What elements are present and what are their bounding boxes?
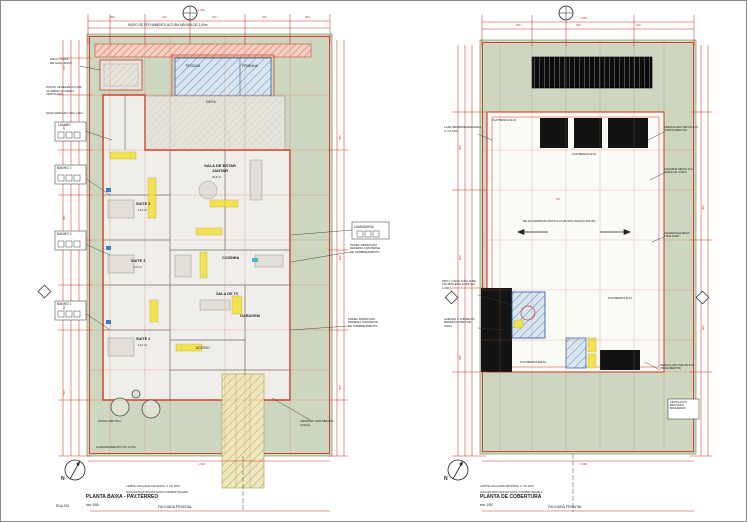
left-side-marker: [37, 284, 52, 299]
ventilation-box: [667, 398, 700, 420]
caixa-dagua-circle: [520, 305, 536, 321]
slope-arrows: [517, 228, 631, 236]
casa-maquinas-hatch: [103, 63, 139, 87]
pergola-top: [531, 56, 653, 89]
driveway: [221, 373, 265, 489]
wall-highlights: [109, 151, 243, 352]
skylight-yellow-1: [587, 337, 597, 353]
pool: [174, 57, 272, 97]
right-north-arrow: [447, 459, 469, 481]
right-axis-grid: [482, 42, 694, 452]
right-property-line: [482, 42, 694, 452]
skylight: [565, 337, 587, 369]
right-side-marker-right: [695, 290, 710, 305]
roof-equipment-black: [481, 118, 648, 372]
skylight-yellow-2: [587, 353, 597, 369]
caixa-dagua: [511, 291, 546, 339]
right-plan: [444, 5, 712, 512]
right-leader-lines: [477, 131, 665, 371]
right-side-marker-left: [444, 290, 459, 305]
deck-hatch: [145, 96, 285, 150]
callout-icons: [57, 131, 380, 318]
left-property-line: [89, 36, 330, 454]
septic-tanks: [110, 389, 161, 419]
left-leader-lines: [79, 65, 353, 421]
caixa-dagua-hatch: [513, 319, 524, 329]
left-north-arrow: [64, 459, 86, 481]
left-axis-grid: [89, 36, 330, 454]
fixtures: [106, 188, 258, 324]
left-plan: [37, 5, 390, 512]
furniture: [107, 159, 284, 357]
muro-hatch: [94, 43, 312, 58]
